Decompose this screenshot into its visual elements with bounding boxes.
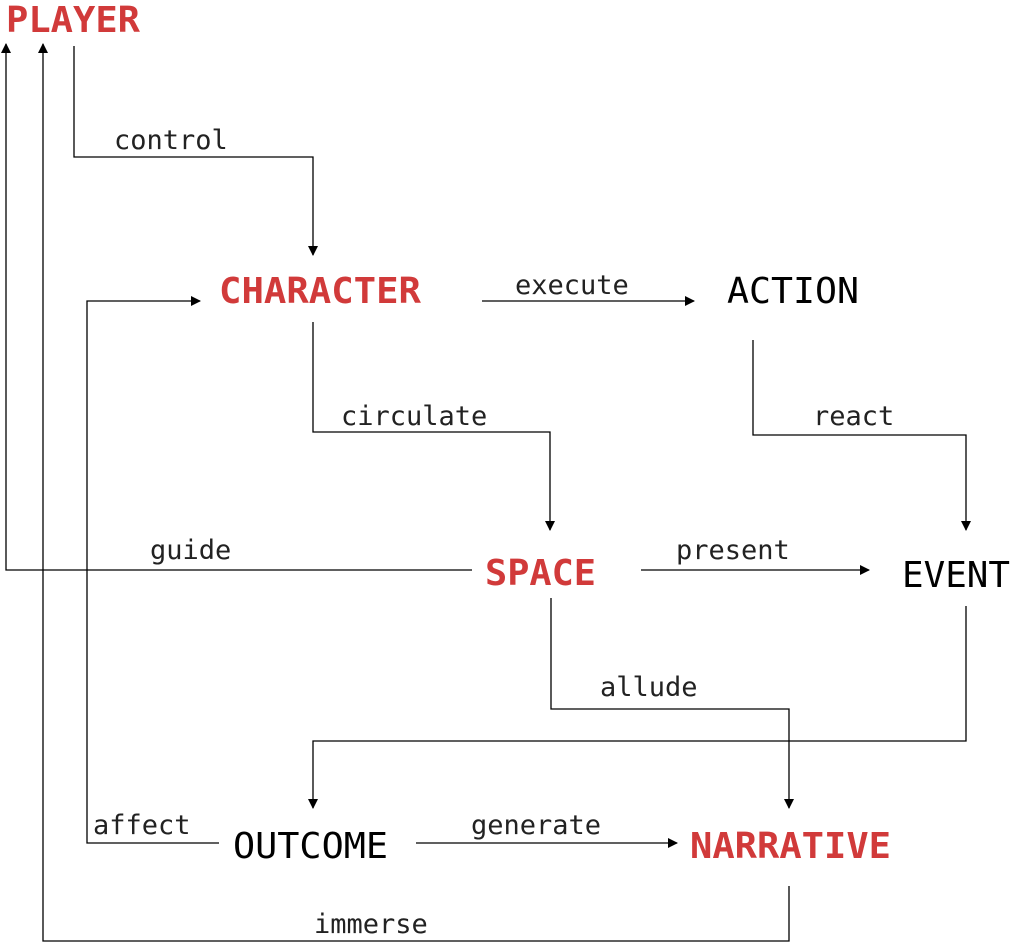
node-action: ACTION — [727, 271, 859, 312]
node-event: EVENT — [902, 555, 1010, 596]
label-immerse: immerse — [314, 909, 428, 940]
node-outcome: OUTCOME — [233, 826, 388, 867]
label-execute: execute — [515, 270, 629, 301]
node-space: SPACE — [485, 553, 596, 594]
label-present: present — [676, 535, 790, 566]
nodes: PLAYER CHARACTER ACTION SPACE EVENT OUTC… — [6, 0, 1010, 867]
edge-affect — [86, 296, 219, 844]
node-player: PLAYER — [6, 0, 140, 41]
label-guide: guide — [150, 535, 231, 566]
edge-event-outcome — [308, 606, 967, 809]
label-allude: allude — [600, 672, 698, 703]
edge-circulate — [312, 322, 555, 531]
edge-guide — [0, 43, 472, 571]
label-circulate: circulate — [341, 401, 487, 432]
label-affect: affect — [93, 810, 191, 841]
edge-control — [73, 46, 318, 256]
connectors — [0, 43, 971, 942]
edge-allude — [550, 598, 794, 809]
edge-react — [752, 340, 971, 531]
edge-immerse — [38, 43, 790, 942]
node-narrative: NARRATIVE — [690, 826, 891, 867]
node-character: CHARACTER — [219, 271, 421, 312]
label-control: control — [114, 125, 228, 156]
label-generate: generate — [471, 810, 601, 841]
label-react: react — [813, 401, 894, 432]
edge-labels: control execute circulate react guide pr… — [93, 125, 894, 940]
